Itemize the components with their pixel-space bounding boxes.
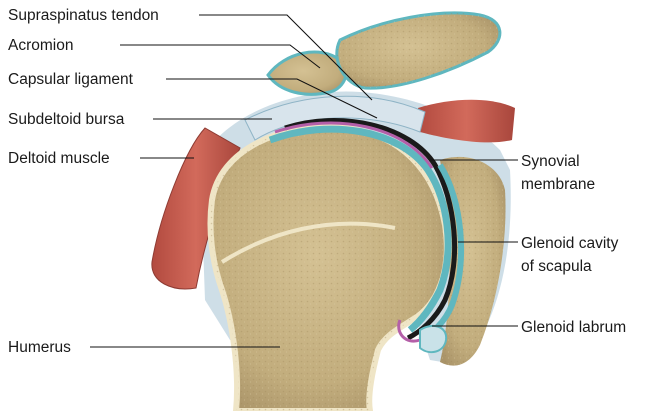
label-subdeltoid-bursa: Subdeltoid bursa — [8, 111, 125, 128]
label-synovial-line1: Synovial — [521, 153, 580, 170]
clavicle-texture — [337, 13, 500, 88]
label-supraspinatus-tendon: Supraspinatus tendon — [8, 7, 159, 24]
humerus-texture — [210, 127, 446, 411]
glenoid-labrum-shape — [420, 326, 446, 352]
label-humerus: Humerus — [8, 339, 71, 356]
label-synovial-line2: membrane — [521, 176, 595, 193]
label-capsular-ligament: Capsular ligament — [8, 71, 134, 88]
label-glenoid-labrum: Glenoid labrum — [521, 319, 626, 336]
label-deltoid-muscle: Deltoid muscle — [8, 150, 110, 167]
label-acromion: Acromion — [8, 37, 73, 54]
label-glenoid-cavity-line2: of scapula — [521, 258, 592, 275]
label-glenoid-cavity-line1: Glenoid cavity — [521, 235, 619, 252]
